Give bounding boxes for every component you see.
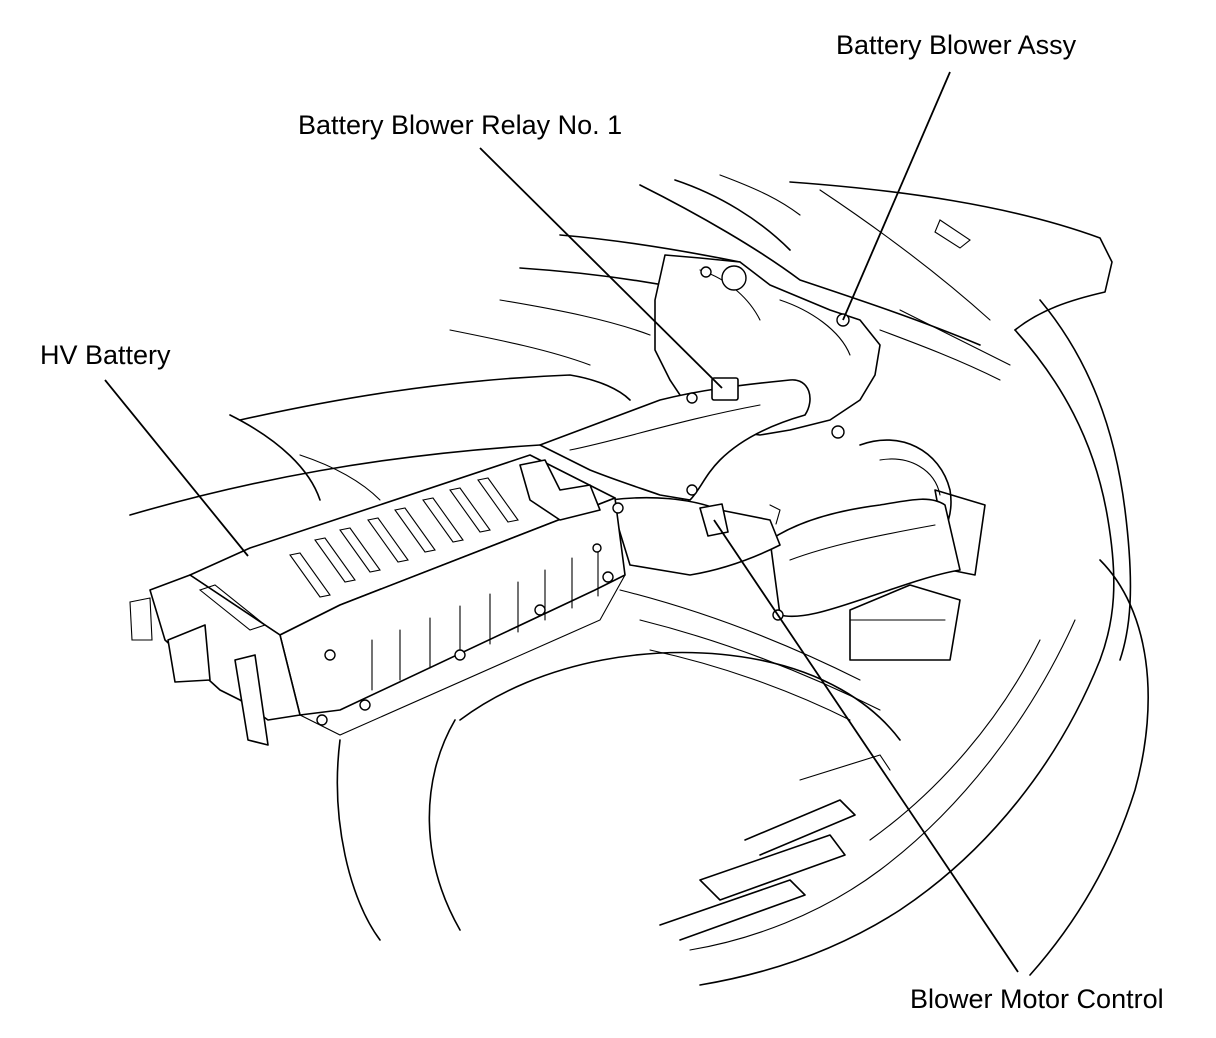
leader-battery-blower-assy bbox=[842, 71, 951, 321]
battery-front-ribs bbox=[371, 547, 599, 691]
battery-cell-slots bbox=[198, 477, 519, 631]
leader-blower-motor-control bbox=[713, 519, 1019, 973]
label-hv-battery: HV Battery bbox=[40, 340, 171, 370]
hv-battery-pack bbox=[129, 454, 626, 746]
label-battery-blower-assy: Battery Blower Assy bbox=[836, 30, 1077, 60]
label-blower-motor-control: Blower Motor Control bbox=[910, 984, 1164, 1014]
label-battery-blower-relay: Battery Blower Relay No. 1 bbox=[298, 110, 623, 140]
vehicle-body-outline bbox=[129, 174, 1149, 986]
leader-battery-blower-relay bbox=[479, 147, 723, 389]
leader-lines bbox=[104, 71, 1019, 973]
leader-hv-battery bbox=[104, 379, 249, 557]
